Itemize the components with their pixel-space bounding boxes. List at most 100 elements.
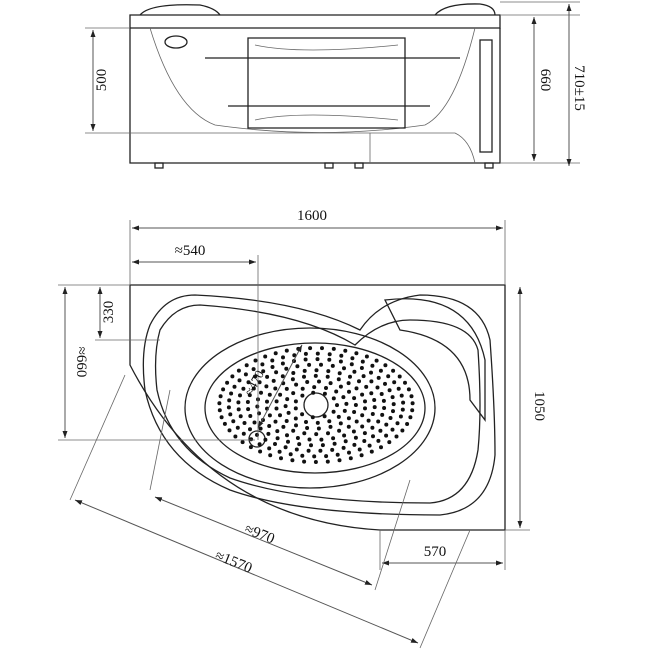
jet-dot (375, 385, 380, 390)
ext-line (149, 389, 171, 491)
jet-dot (231, 419, 236, 424)
jet-dot (305, 426, 310, 430)
jet-dot (248, 427, 252, 432)
jet-dot (379, 445, 383, 450)
jet-dot (374, 358, 379, 363)
center-jet-icon (303, 392, 329, 418)
jet-dot (360, 359, 365, 364)
dim-660-label: 660 (537, 69, 553, 92)
jet-dot (327, 357, 332, 362)
jet-dot (347, 450, 351, 455)
jet-dot (363, 399, 367, 404)
jet-dot (221, 387, 226, 392)
ext-line (419, 529, 471, 649)
basin-inner (204, 342, 426, 474)
jet-dot (388, 416, 393, 420)
jet-dot (320, 346, 324, 351)
jet-dot (268, 453, 273, 458)
jet-dot (367, 443, 372, 448)
jet-dot (266, 431, 271, 436)
jet-dot (334, 389, 339, 394)
side-jet-icon (164, 35, 188, 49)
jet-dot (315, 357, 320, 362)
jet-dot (294, 423, 298, 428)
jet-dot (307, 437, 312, 442)
jet-dot (346, 416, 351, 421)
jet-dot (343, 439, 348, 444)
jet-dot (245, 400, 250, 404)
jet-dot (312, 385, 317, 390)
jet-dot (244, 363, 249, 368)
jet-dot (308, 346, 313, 351)
jet-dot (394, 434, 399, 439)
jet-dot (391, 368, 396, 373)
jet-dot (349, 362, 354, 367)
jet-dot (337, 371, 342, 376)
jet-dot (338, 421, 343, 426)
jet-dot (330, 363, 335, 368)
jet-dot (249, 437, 254, 442)
jet-dot (270, 365, 275, 369)
jet-dot (252, 420, 257, 425)
jet-dot (286, 439, 290, 444)
jet-dot (359, 366, 364, 370)
jet-dot (383, 381, 387, 386)
jet-dot (267, 424, 272, 428)
jet-dot (366, 418, 371, 423)
jet-dot (341, 395, 346, 400)
jet-dot (285, 397, 290, 402)
jet-dot (240, 440, 245, 445)
jet-dot (369, 379, 374, 384)
jet-dot (361, 374, 366, 379)
jet-dot (251, 386, 256, 391)
jet-dot (343, 348, 348, 353)
jet-dot (344, 401, 349, 406)
jet-dot (290, 377, 295, 382)
jet-dot (294, 382, 299, 387)
jet-dot (304, 420, 308, 424)
jet-dot (382, 406, 387, 410)
jet-dot (270, 358, 275, 363)
jet-dot (311, 390, 316, 395)
jet-dot (291, 391, 296, 396)
jet-dot (359, 453, 364, 458)
jet-dot (324, 454, 329, 459)
jet-dot (217, 408, 222, 413)
jet-dot (291, 371, 296, 375)
jet-dot (362, 439, 367, 443)
jet-dot (369, 449, 374, 454)
jet-dot (303, 351, 308, 356)
jet-dot (247, 393, 252, 398)
plan-outline (129, 284, 506, 531)
jet-dot (337, 428, 342, 433)
jet-dot (400, 428, 405, 433)
jet-dot (246, 380, 251, 385)
jet-dot (294, 447, 299, 452)
jet-dot (267, 413, 272, 418)
jet-dot (263, 354, 268, 359)
jet-dot (400, 407, 405, 412)
jet-dot (326, 431, 330, 436)
jet-dot (351, 429, 356, 434)
jet-dot (410, 408, 415, 413)
jet-dot (283, 404, 288, 409)
jet-dot (307, 362, 312, 367)
jet-dot (283, 445, 288, 450)
jet-dot (370, 363, 375, 368)
jet-dot (386, 374, 391, 379)
jet-dot (397, 374, 402, 379)
jet-dot (273, 419, 278, 424)
jet-dot (330, 447, 335, 452)
jet-dot (238, 414, 243, 419)
jet-dot (281, 424, 286, 429)
jet-dot (383, 363, 388, 368)
jet-dot (371, 434, 375, 439)
jet-dot (253, 358, 258, 363)
jet-dot (332, 441, 337, 446)
jet-dot (232, 384, 237, 389)
side-view: 500 660 710±15 (85, 1, 587, 169)
jet-dot (288, 452, 293, 457)
dim-470 (257, 344, 303, 429)
jet-dot (336, 414, 341, 419)
jet-dot (277, 449, 282, 454)
